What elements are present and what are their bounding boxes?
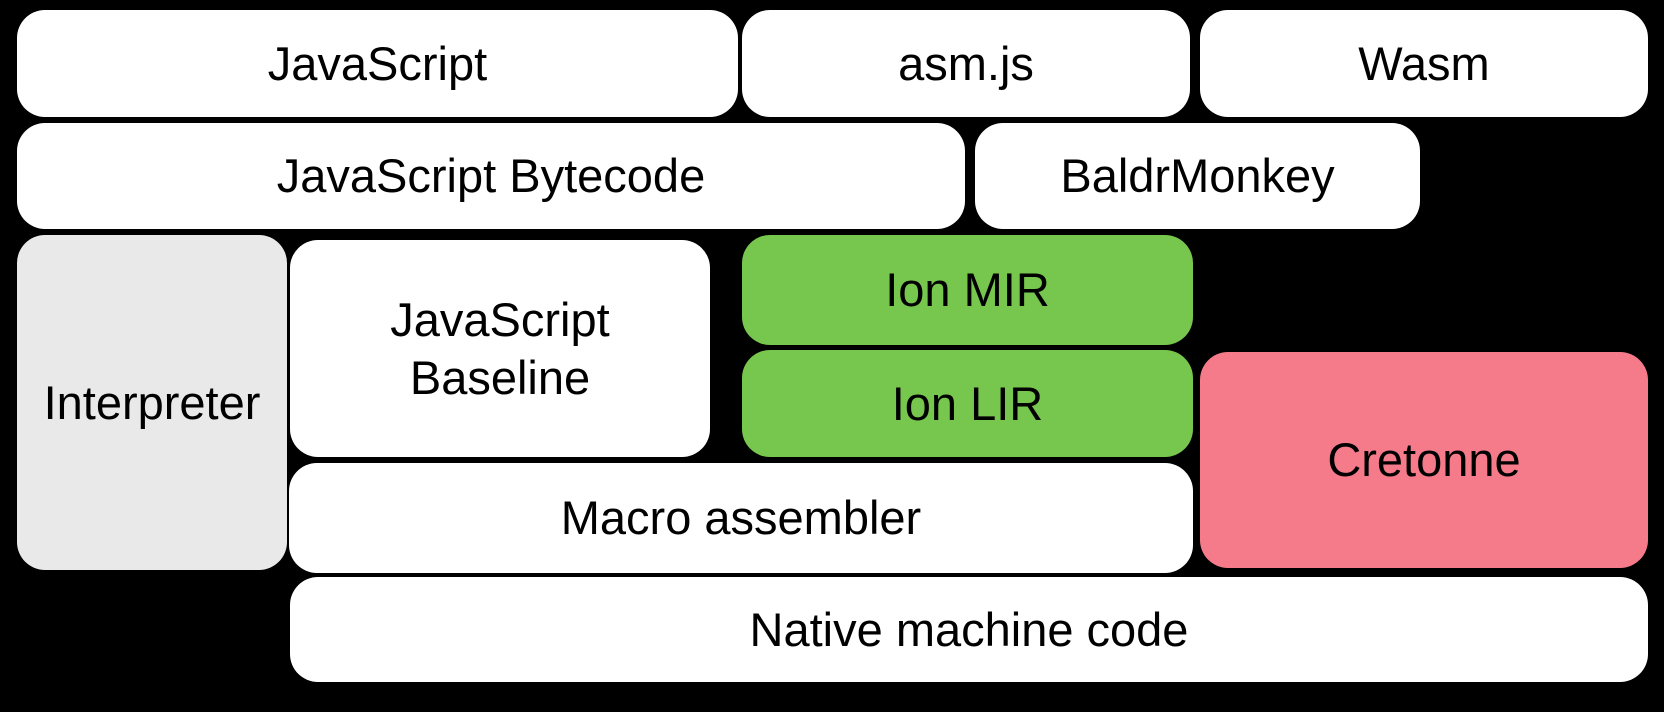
node-interpreter: Interpreter: [17, 235, 287, 570]
node-cretonne: Cretonne: [1200, 352, 1648, 568]
node-wasm: Wasm: [1200, 10, 1648, 117]
node-native-machine-code: Native machine code: [290, 577, 1648, 682]
node-ion-lir: Ion LIR: [742, 350, 1193, 457]
node-javascript: JavaScript: [17, 10, 738, 117]
node-macro-assembler: Macro assembler: [289, 463, 1193, 573]
node-ion-mir: Ion MIR: [742, 235, 1193, 345]
node-asmjs: asm.js: [742, 10, 1190, 117]
node-javascript-bytecode: JavaScript Bytecode: [17, 123, 965, 229]
node-javascript-baseline: JavaScript Baseline: [290, 240, 710, 457]
node-baldrmonkey: BaldrMonkey: [975, 123, 1420, 229]
